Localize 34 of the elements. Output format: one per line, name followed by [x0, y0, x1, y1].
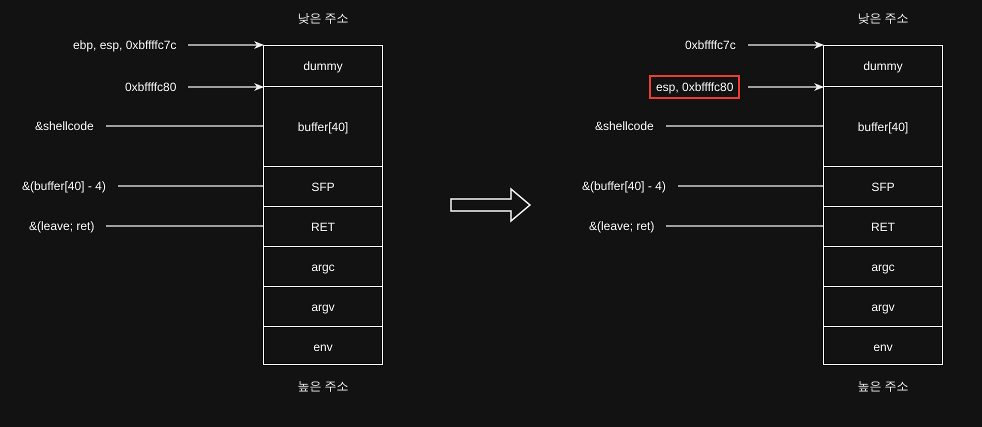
arrow — [188, 41, 264, 49]
stack-cell: buffer[40] — [264, 86, 382, 166]
arrow — [748, 83, 824, 91]
address-label: &(buffer[40] - 4) — [18, 176, 110, 196]
address-label: ebp, esp, 0xbffffc7c — [69, 35, 180, 55]
stack-cell: argv — [264, 286, 382, 326]
address-label: &shellcode — [591, 116, 658, 136]
address-label: &(buffer[40] - 4) — [578, 176, 670, 196]
memory-stack — [823, 45, 943, 365]
address-direction-label: 높은 주소 — [857, 378, 909, 395]
address-direction-label: 낮은 주소 — [857, 10, 909, 27]
stack-cell: SFP — [264, 166, 382, 206]
stack-cell: buffer[40] — [824, 86, 942, 166]
stack-cell: argv — [824, 286, 942, 326]
stack-cell: env — [824, 326, 942, 366]
address-direction-label: 낮은 주소 — [297, 10, 349, 27]
stack-cell: dummy — [824, 46, 942, 86]
address-label: &(leave; ret) — [585, 216, 658, 236]
stack-cell: SFP — [824, 166, 942, 206]
stack-cell: env — [264, 326, 382, 366]
address-label: 0xbffffc7c — [681, 35, 740, 55]
stack-cell: argc — [264, 246, 382, 286]
memory-stack — [263, 45, 383, 365]
stack-cell: dummy — [264, 46, 382, 86]
address-label: &(leave; ret) — [25, 216, 98, 236]
address-label: &shellcode — [31, 116, 98, 136]
stack-cell: argc — [824, 246, 942, 286]
address-direction-label: 높은 주소 — [297, 378, 349, 395]
arrow — [748, 41, 824, 49]
stack-cell: RET — [824, 206, 942, 246]
highlighted-address-label: esp, 0xbffffc80 — [649, 75, 740, 99]
address-label: 0xbffffc80 — [121, 77, 180, 97]
arrow — [188, 83, 264, 91]
stack-cell: RET — [264, 206, 382, 246]
